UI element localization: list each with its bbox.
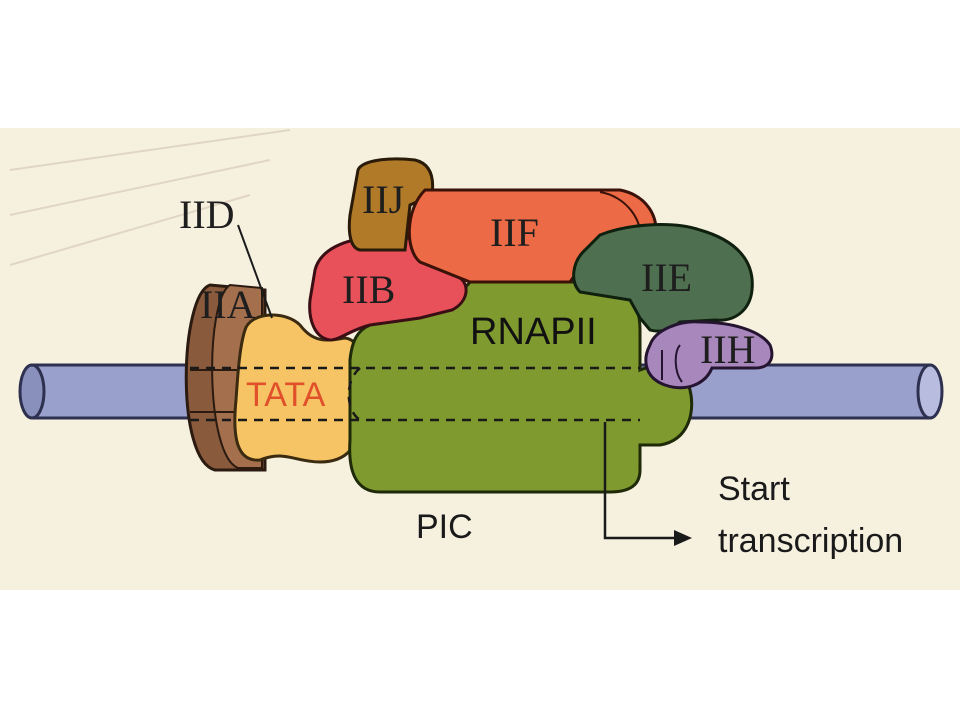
- label-iie: IIE: [641, 255, 692, 300]
- label-iib: IIB: [342, 267, 395, 312]
- iid-pointer-line: [237, 224, 273, 319]
- iie-shape: [572, 223, 754, 333]
- dna-dashed-path: [190, 366, 640, 422]
- label-tata: TATA: [246, 376, 326, 414]
- decorative-hatching: [9, 129, 291, 266]
- iij-shape: [347, 157, 435, 252]
- label-iij: IIJ: [362, 177, 404, 222]
- label-rnapii: RNAPII: [470, 311, 597, 353]
- label-start: Start: [718, 470, 790, 508]
- label-iid: IID: [179, 192, 235, 237]
- label-iia: IIA: [200, 282, 256, 327]
- label-iif: IIF: [490, 210, 539, 255]
- iih-shape: [644, 320, 774, 390]
- label-transcription: transcription: [718, 522, 903, 560]
- start-transcription-arrow: [603, 422, 692, 546]
- tata-box-shape: [233, 313, 368, 464]
- label-iih: IIH: [700, 327, 756, 372]
- label-pic: PIC: [416, 508, 473, 546]
